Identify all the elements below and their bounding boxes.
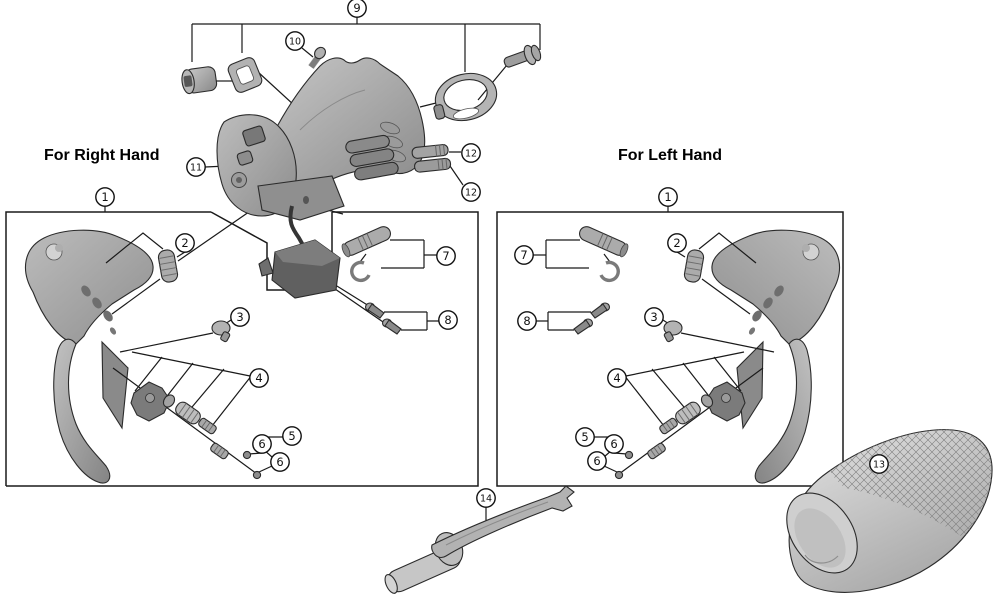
- svg-text:7: 7: [442, 249, 449, 263]
- left-hand-parts-box: [496, 211, 844, 487]
- callout-3: 3: [230, 307, 250, 327]
- clamp-bolt: [503, 44, 542, 68]
- svg-text:14: 14: [480, 493, 492, 504]
- svg-text:6: 6: [593, 454, 600, 468]
- callout-6: 6: [270, 452, 290, 472]
- svg-text:1: 1: [101, 190, 108, 204]
- svg-text:3: 3: [236, 310, 243, 324]
- callout-5: 5: [282, 426, 302, 446]
- main-bracket-assembly: [216, 57, 426, 221]
- label-for-left-hand: For Left Hand: [618, 147, 722, 164]
- svg-text:6: 6: [276, 455, 283, 469]
- callout-11: 11: [186, 157, 206, 177]
- clamp-band: [433, 72, 498, 122]
- gasket-plate: [227, 57, 263, 93]
- svg-text:9: 9: [353, 1, 360, 15]
- wire-connector-block: [258, 239, 341, 299]
- svg-text:1: 1: [664, 190, 671, 204]
- callout-2: 2: [175, 233, 195, 253]
- callout-8: 8: [438, 310, 458, 330]
- button-detail: [242, 125, 266, 147]
- callout-6: 6: [604, 434, 624, 454]
- callout-9-bracket: [191, 17, 541, 72]
- electric-wire: [288, 205, 306, 248]
- callout-3: 3: [644, 307, 664, 327]
- svg-text:2: 2: [673, 236, 680, 250]
- callout-7: 7: [436, 246, 456, 266]
- svg-text:4: 4: [255, 371, 262, 385]
- callout-4: 4: [607, 368, 627, 388]
- svg-text:4: 4: [613, 371, 620, 385]
- svg-text:5: 5: [581, 430, 588, 444]
- label-for-right-hand: For Right Hand: [44, 147, 160, 164]
- callout-1: 1: [95, 187, 115, 207]
- svg-text:10: 10: [289, 36, 301, 47]
- svg-text:12: 12: [465, 187, 477, 198]
- handlebar-plug: [181, 66, 218, 95]
- svg-text:5: 5: [288, 429, 295, 443]
- svg-text:2: 2: [181, 236, 188, 250]
- callout-7: 7: [514, 245, 534, 265]
- callout-6: 6: [587, 451, 607, 471]
- fixing-screw-10: [308, 46, 326, 70]
- callout-2: 2: [667, 233, 687, 253]
- etube-connectors-12: [411, 144, 452, 173]
- svg-text:13: 13: [873, 459, 885, 470]
- callout-5: 5: [575, 427, 595, 447]
- callout-14: 14: [476, 488, 496, 508]
- callout-10: 10: [285, 31, 305, 51]
- cable-port-cylinders: [345, 134, 399, 181]
- callout-13: 13: [869, 454, 889, 474]
- svg-text:8: 8: [444, 313, 451, 327]
- callout-1: 1: [658, 187, 678, 207]
- callout-9: 9: [347, 0, 367, 18]
- callout-12: 12: [461, 182, 481, 202]
- connector-tool: [384, 485, 575, 594]
- svg-text:11: 11: [190, 162, 202, 173]
- callout-4: 4: [249, 368, 269, 388]
- svg-text:6: 6: [258, 437, 265, 451]
- svg-text:7: 7: [520, 248, 527, 262]
- callout-6: 6: [252, 434, 272, 454]
- svg-text:12: 12: [465, 148, 477, 159]
- callout-12: 12: [461, 143, 481, 163]
- callout-8: 8: [517, 311, 537, 331]
- svg-text:6: 6: [610, 437, 617, 451]
- svg-text:8: 8: [523, 314, 530, 328]
- bracket-hood-cover: [786, 429, 993, 593]
- svg-text:3: 3: [650, 310, 657, 324]
